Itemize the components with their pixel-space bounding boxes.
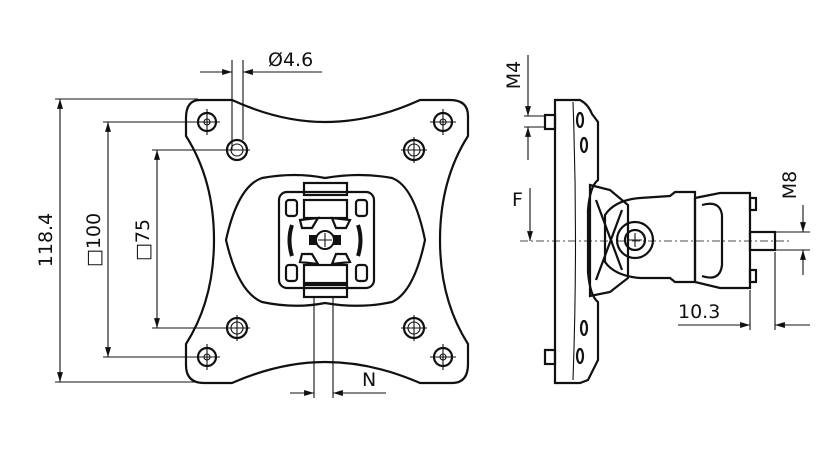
dim-stud-thread: M8: [775, 171, 810, 275]
m8-stud: [748, 230, 777, 252]
dim-label-hole-diameter: Ø4.6: [268, 49, 313, 71]
dim-hole-diameter: Ø4.6: [200, 49, 322, 150]
adapter-plate: [277, 181, 376, 299]
dim-screw-thread: M4: [503, 55, 545, 160]
vesa-plate-outline: [184, 98, 470, 385]
force-label: F: [512, 189, 523, 211]
dim-label-screw-thread: M4: [503, 61, 525, 89]
side-view: M4 F M8 10.3: [503, 55, 810, 385]
center-cutout: [224, 173, 427, 307]
dim-label-inner-pattern: □75: [132, 219, 154, 261]
dim-label-overall-height: 118.4: [35, 213, 57, 267]
joint-bracket: [588, 183, 630, 298]
dim-label-slot-width: N: [362, 369, 376, 391]
dim-inner-pattern: □75: [132, 149, 228, 329]
dim-label-outer-pattern: □100: [83, 213, 105, 267]
dim-label-stud-length: 10.3: [678, 301, 720, 323]
dim-slot-width: N: [290, 296, 386, 398]
dim-stud-length: 10.3: [678, 252, 810, 330]
force-indicator: F: [512, 188, 533, 241]
front-view: Ø4.6 118.4 □100 □75 N: [35, 49, 470, 398]
dim-outer-pattern: □100: [83, 121, 200, 358]
tilt-head: [693, 191, 752, 290]
dim-overall-height: 118.4: [35, 98, 198, 383]
swivel-arm: [603, 190, 697, 284]
dim-label-stud-thread: M8: [779, 171, 801, 199]
side-plate: [553, 98, 600, 385]
